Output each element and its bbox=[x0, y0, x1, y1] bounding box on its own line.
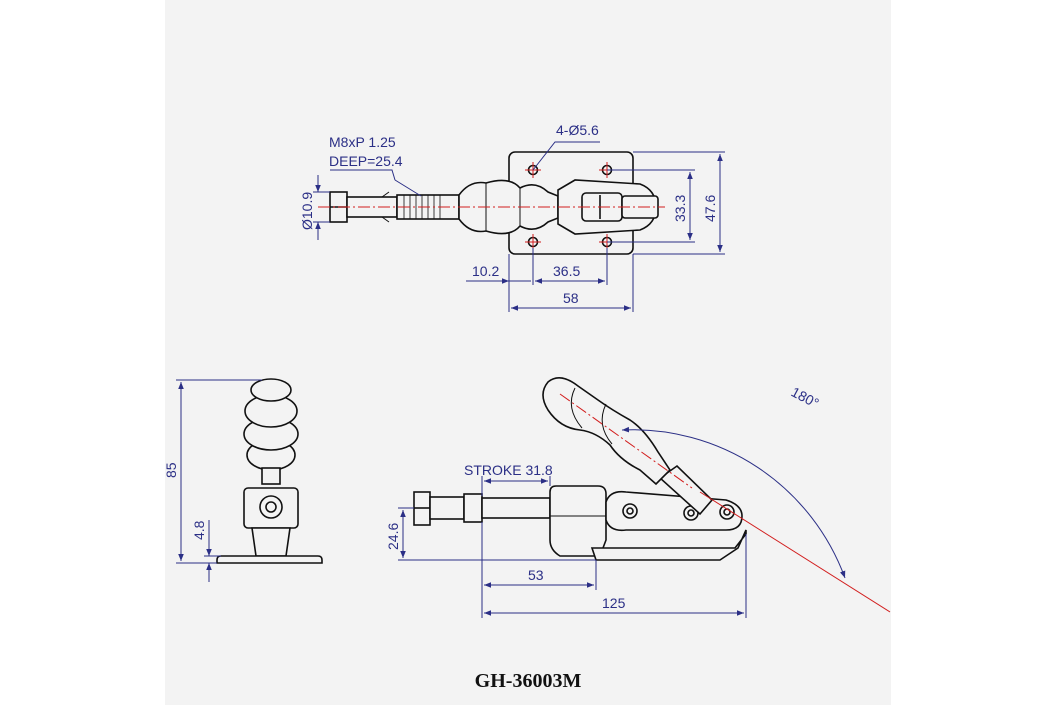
plunger-front bbox=[481, 497, 551, 519]
handle-knob-side bbox=[250, 378, 292, 402]
dim-hole-offset: 10.2 bbox=[472, 263, 499, 279]
dim-hole-spacing-x: 36.5 bbox=[553, 263, 580, 279]
dim-rod-height: 24.6 bbox=[385, 523, 401, 550]
side-view: 85 4.8 bbox=[163, 378, 323, 582]
rotation-arc bbox=[621, 426, 846, 579]
dim-plate-width: 58 bbox=[563, 290, 579, 306]
top-view: M8xP 1.25 DEEP=25.4 4-Ø5.6 Ø10.9 33.3 47… bbox=[299, 122, 725, 312]
dim-hole-spacing-y: 33.3 bbox=[672, 195, 688, 222]
dim-plate-height: 47.6 bbox=[702, 195, 718, 222]
dim-total-height: 85 bbox=[163, 462, 179, 478]
clevis-side bbox=[243, 487, 299, 529]
model-number: GH-36003M bbox=[474, 670, 582, 692]
thread-spec: M8xP 1.25 bbox=[329, 134, 396, 150]
dim-overall-length: 125 bbox=[602, 595, 626, 611]
thread-leader bbox=[330, 169, 422, 197]
base-rail-front bbox=[590, 529, 747, 561]
front-view: 180° STROKE 31.8 24.6 53 125 bbox=[385, 377, 891, 618]
hole-leader bbox=[532, 141, 600, 171]
thread-depth: DEEP=25.4 bbox=[329, 153, 403, 169]
dim-base-thickness: 4.8 bbox=[191, 520, 207, 540]
body-front bbox=[549, 485, 607, 557]
base-side bbox=[216, 555, 323, 564]
dim-rod-to-base: 53 bbox=[528, 567, 544, 583]
hole-spec: 4-Ø5.6 bbox=[556, 122, 599, 138]
stroke-length: STROKE 31.8 bbox=[464, 462, 553, 478]
rod-diameter: Ø10.9 bbox=[299, 192, 315, 230]
rotation-angle: 180° bbox=[789, 384, 822, 412]
